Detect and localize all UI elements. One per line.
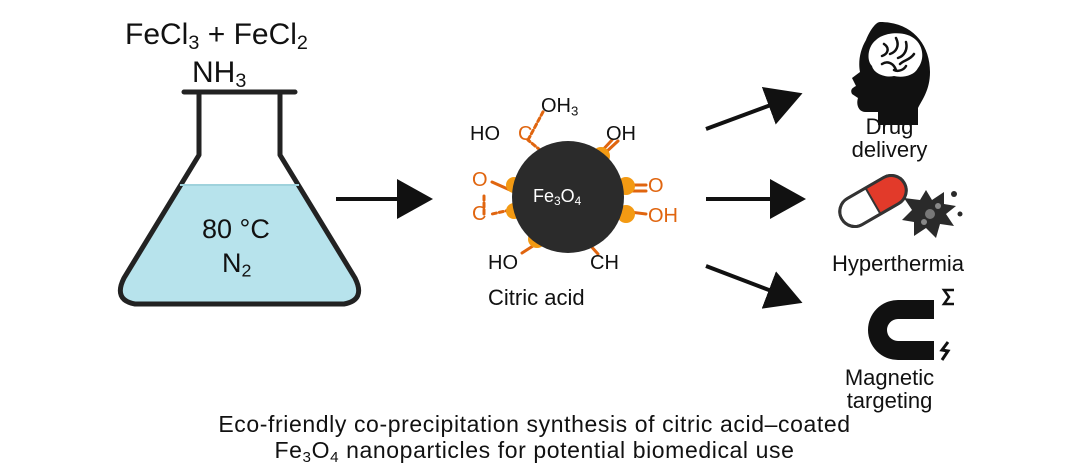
group-right-o: O — [648, 175, 664, 197]
nh3-base: NH — [192, 56, 236, 89]
diagram-caption-line2: Fe3O4 nanoparticles for potential biomed… — [0, 437, 1069, 465]
group-right-oh: OH — [648, 205, 678, 227]
group-left-c: C — [472, 203, 487, 225]
atmosphere-base: N — [222, 248, 242, 278]
group-bottom-right: CH — [590, 252, 619, 274]
group-bottom-left: HO — [488, 252, 518, 274]
core-fe-subscript: 3 — [554, 193, 561, 208]
group-top-subscript: 3 — [571, 103, 579, 119]
caption-rest: nanoparticles for potential biomedical u… — [339, 437, 795, 463]
group-top-left: HO — [470, 123, 500, 145]
nh3-label: NH3 — [192, 56, 246, 91]
caption-o-subscript: 4 — [330, 448, 340, 466]
caption-o: O — [311, 437, 331, 463]
atmosphere-subscript: 2 — [241, 260, 252, 281]
head-brain-icon — [851, 22, 930, 125]
core-o-subscript: 4 — [574, 193, 582, 208]
core-fe: Fe — [533, 186, 555, 206]
caption-fe: Fe — [274, 437, 303, 463]
cancer-cell-icon — [902, 190, 963, 238]
reagent-fecl2: FeCl — [233, 18, 297, 51]
group-top-right: OH — [606, 123, 636, 145]
plus-sign: + — [207, 18, 226, 51]
group-left-o: O — [472, 169, 488, 191]
group-top-left-carbon: C — [518, 123, 533, 145]
erlenmeyer-flask — [117, 89, 362, 307]
arrow-magnetic-targeting — [705, 264, 803, 309]
diagram-caption-line1: Eco-friendly co-precipitation synthesis … — [218, 411, 851, 437]
arrow-drug-delivery — [705, 86, 803, 131]
atmosphere-label: N2 — [222, 248, 252, 281]
application-label-drug-delivery: Drug delivery — [851, 114, 928, 163]
core-o: O — [560, 186, 575, 206]
group-top-text: OH — [541, 95, 571, 117]
caption-fe-subscript: 3 — [302, 448, 312, 466]
reagent-fecl3: FeCl — [125, 18, 189, 51]
core-label: Fe3O4 — [533, 186, 582, 208]
temperature-label: 80 °C — [202, 214, 270, 244]
coating-label: Citric acid — [488, 285, 585, 310]
capsule-icon — [838, 174, 908, 228]
application-label-hyperthermia: Hyperthermia — [831, 251, 965, 276]
magnet-icon — [868, 288, 954, 361]
reagents-label: FeCl3 + FeCl2 — [125, 18, 308, 53]
reagent-fecl2-subscript: 2 — [296, 31, 308, 54]
group-top: OH3 — [541, 95, 579, 119]
flask-outline — [117, 89, 362, 307]
application-label-magnetic-targeting: Magnetic targeting — [844, 365, 935, 414]
reagent-fecl3-subscript: 3 — [188, 31, 200, 54]
nh3-subscript: 3 — [235, 69, 247, 92]
flask-liquid — [120, 185, 359, 304]
fe3o4-core — [512, 141, 624, 253]
